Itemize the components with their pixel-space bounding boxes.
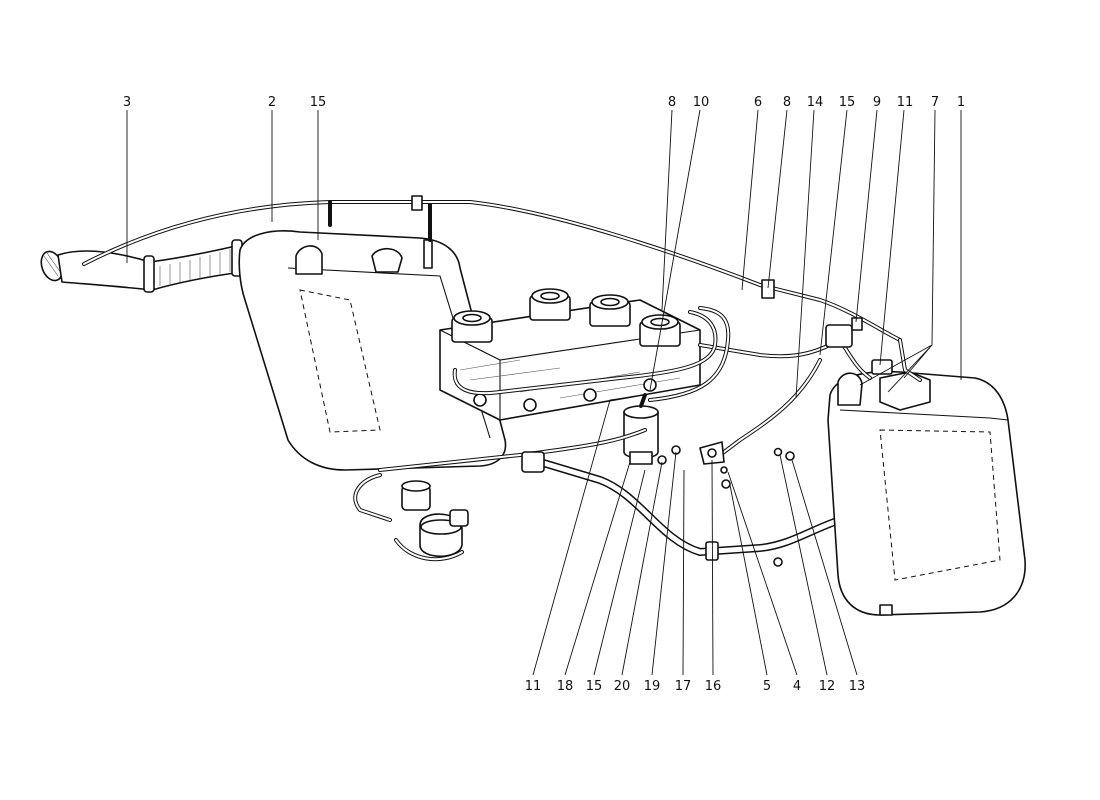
callout-15c: 15 <box>586 679 603 694</box>
fuel-filter <box>623 393 659 465</box>
right-tank-vent-lines <box>825 317 922 382</box>
balance-pipe <box>521 451 844 567</box>
callout-18: 18 <box>557 679 574 694</box>
callout-13: 13 <box>849 679 866 694</box>
callout-16: 16 <box>705 679 722 694</box>
right-fuel-tank <box>827 370 1026 616</box>
callout-1: 1 <box>957 95 965 110</box>
callout-5: 5 <box>763 679 771 694</box>
callout-15b: 15 <box>839 95 856 110</box>
callout-14: 14 <box>807 95 824 110</box>
callout-labels-top: 3 2 15 8 10 6 8 14 15 9 11 7 1 <box>123 95 965 110</box>
vent-pipe <box>82 195 902 342</box>
callout-3: 3 <box>123 95 131 110</box>
callout-7: 7 <box>931 95 939 110</box>
callout-11b: 11 <box>525 679 542 694</box>
filler-hose <box>57 239 243 293</box>
callout-labels-bottom: 11 18 15 20 19 17 16 5 4 12 13 <box>525 679 866 694</box>
callout-20: 20 <box>614 679 631 694</box>
callout-17: 17 <box>675 679 692 694</box>
callout-9: 9 <box>873 95 881 110</box>
callout-4: 4 <box>793 679 801 694</box>
callout-8a: 8 <box>668 95 676 110</box>
callout-6: 6 <box>754 95 762 110</box>
fuel-pump <box>394 480 469 562</box>
callout-10: 10 <box>693 95 710 110</box>
callout-11a: 11 <box>897 95 914 110</box>
callout-15a: 15 <box>310 95 327 110</box>
small-fittings <box>657 441 795 489</box>
callout-8b: 8 <box>783 95 791 110</box>
callout-19: 19 <box>644 679 661 694</box>
callout-2: 2 <box>268 95 276 110</box>
leader-lines <box>126 109 962 676</box>
callout-12: 12 <box>819 679 836 694</box>
